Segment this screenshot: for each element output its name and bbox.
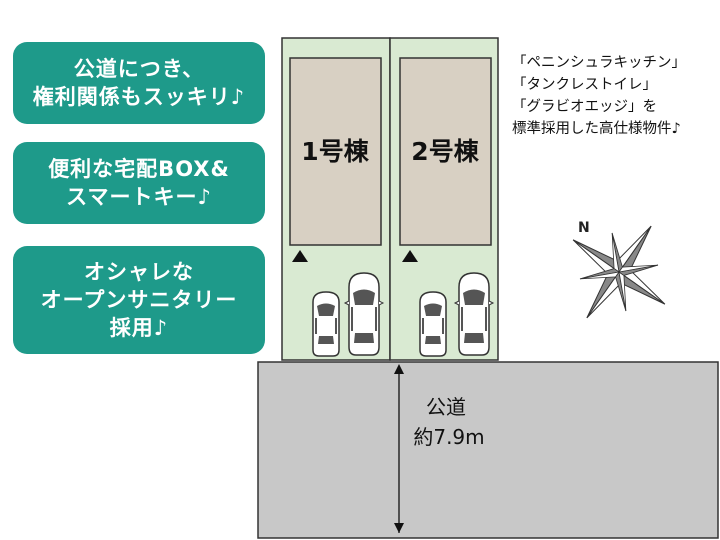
badge-line: スマートキー♪ bbox=[66, 185, 212, 209]
feature-badge-sanitary: オシャレな オープンサニタリー 採用♪ bbox=[13, 246, 265, 354]
road-label: 公道 bbox=[426, 395, 466, 419]
arrow-up-icon bbox=[394, 364, 404, 374]
car-icon bbox=[419, 291, 447, 357]
badge-line: オープンサニタリー bbox=[40, 288, 238, 312]
feature-badge-public-road: 公道につき、 権利関係もスッキリ♪ bbox=[13, 42, 265, 124]
lot-2-label: 2号棟 bbox=[411, 137, 479, 166]
lot-1-label: 1号棟 bbox=[301, 137, 369, 166]
badge-line: 権利関係もスッキリ♪ bbox=[32, 85, 246, 109]
road-width: 約7.9m bbox=[413, 425, 484, 449]
feature-line: 「ペニンシュラキッチン」 bbox=[512, 55, 686, 71]
entrance-marker-icon bbox=[292, 250, 308, 262]
feature-badge-delivery-box: 便利な宅配BOX& スマートキー♪ bbox=[13, 142, 265, 224]
badge-line: 採用♪ bbox=[109, 316, 169, 340]
car-icon bbox=[454, 272, 494, 356]
badge-line: オシャレな bbox=[84, 260, 194, 284]
features-text: 「ペニンシュラキッチン」 「タンクレストイレ」 「グラビオエッジ」を 標準採用し… bbox=[512, 52, 686, 140]
car-icon bbox=[312, 291, 340, 357]
compass-rose-icon bbox=[572, 225, 666, 319]
arrow-down-icon bbox=[394, 523, 404, 533]
feature-line: 「グラビオエッジ」を bbox=[512, 99, 657, 115]
feature-line: 「タンクレストイレ」 bbox=[512, 77, 657, 93]
feature-line: 標準採用した高仕様物件♪ bbox=[512, 121, 681, 137]
public-road bbox=[257, 361, 719, 539]
lot-2-building bbox=[399, 57, 492, 246]
entrance-marker-icon bbox=[402, 250, 418, 262]
badge-line: 公道につき、 bbox=[73, 57, 205, 81]
car-icon bbox=[344, 272, 384, 356]
lot-1-building bbox=[289, 57, 382, 246]
compass-north-label: N bbox=[578, 220, 590, 236]
badge-line: 便利な宅配BOX& bbox=[48, 157, 230, 181]
